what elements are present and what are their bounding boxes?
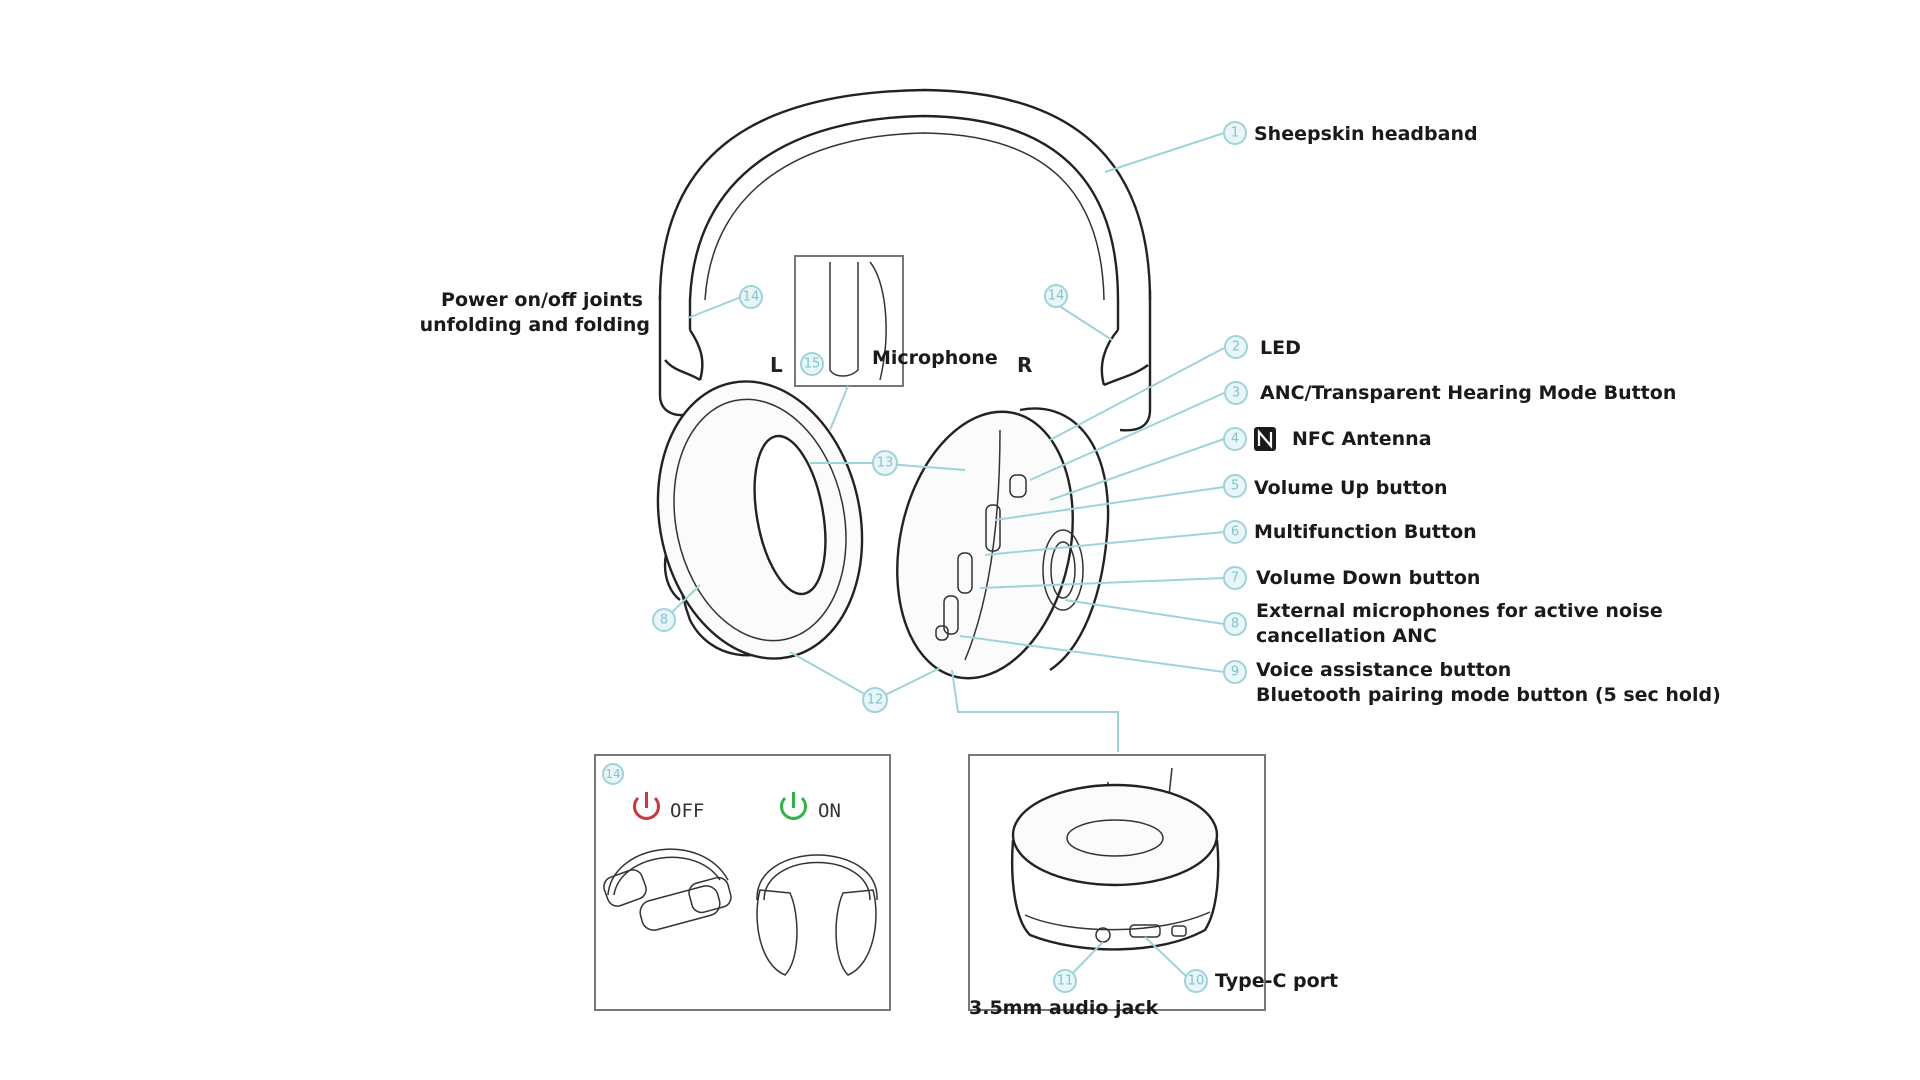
callout-15: 15: [800, 352, 824, 376]
svg-text:13: 13: [877, 456, 894, 471]
svg-text:12: 12: [867, 693, 884, 708]
label-multifunction: Multifunction Button: [1254, 521, 1477, 543]
callout-1: 1: [1223, 121, 1247, 145]
headphones-illustration: [656, 88, 1152, 680]
svg-text:14: 14: [1048, 289, 1065, 304]
label-headband: Sheepskin headband: [1254, 123, 1478, 145]
callout-4: 4: [1223, 427, 1247, 451]
callout-5: 5: [1223, 474, 1247, 498]
svg-text:8: 8: [660, 613, 668, 628]
power-inset: 14 OFF ON: [594, 754, 891, 1011]
svg-text:6: 6: [1231, 525, 1239, 540]
svg-text:7: 7: [1231, 571, 1239, 586]
leader-lines: [663, 132, 1225, 752]
power-icon: [780, 792, 807, 820]
svg-text:14: 14: [605, 767, 620, 781]
svg-text:4: 4: [1231, 432, 1239, 447]
label-typec-port: Type-C port: [1215, 970, 1338, 992]
microphone-inset: [794, 255, 904, 431]
callout-14-left: 14: [739, 285, 763, 309]
right-side-marker: R: [1017, 353, 1032, 377]
callout-2: 2: [1224, 335, 1248, 359]
svg-text:1: 1: [1231, 126, 1239, 141]
label-voice-line1: Voice assistance button: [1256, 659, 1511, 681]
callout-7: 7: [1223, 566, 1247, 590]
svg-text:3: 3: [1232, 386, 1240, 401]
callout-3: 3: [1224, 381, 1248, 405]
label-power-line1: Power on/off joints: [441, 289, 643, 311]
callout-14-right: 14: [1044, 284, 1068, 308]
svg-text:5: 5: [1231, 479, 1239, 494]
nfc-icon: [1254, 427, 1276, 451]
label-microphone: Microphone: [872, 347, 998, 369]
svg-text:9: 9: [1231, 665, 1239, 680]
svg-text:10: 10: [1188, 974, 1205, 989]
label-volume-down: Volume Down button: [1256, 567, 1480, 589]
callout-8-right: 8: [1223, 612, 1247, 636]
label-volume-up: Volume Up button: [1254, 477, 1448, 499]
power-icon: [633, 792, 660, 820]
svg-text:2: 2: [1232, 340, 1240, 355]
callout-12: 12: [862, 687, 888, 713]
label-ext-mic-line1: External microphones for active noise: [1256, 600, 1663, 622]
callout-9: 9: [1223, 660, 1247, 684]
label-power-line2: unfolding and folding: [420, 314, 650, 336]
label-audio-jack: 3.5mm audio jack: [969, 997, 1159, 1019]
ports-inset: 11 10: [968, 754, 1266, 1011]
left-side-marker: L: [770, 353, 783, 377]
svg-text:11: 11: [1057, 974, 1074, 989]
callout-13: 13: [872, 450, 898, 476]
callout-6: 6: [1223, 520, 1247, 544]
on-label: ON: [818, 800, 841, 822]
svg-text:8: 8: [1231, 617, 1239, 632]
label-led: LED: [1260, 337, 1301, 359]
unfolded-headphones-illustration: [756, 854, 878, 976]
label-nfc: NFC Antenna: [1292, 428, 1432, 450]
svg-text:15: 15: [804, 357, 821, 372]
folded-headphones-illustration: [603, 848, 732, 931]
svg-text:14: 14: [743, 290, 760, 305]
label-anc-button: ANC/Transparent Hearing Mode Button: [1260, 382, 1676, 404]
label-ext-mic-line2: cancellation ANC: [1256, 625, 1437, 647]
label-voice-line2: Bluetooth pairing mode button (5 sec hol…: [1256, 684, 1721, 706]
off-label: OFF: [670, 800, 704, 822]
callout-8-left: 8: [652, 608, 676, 632]
